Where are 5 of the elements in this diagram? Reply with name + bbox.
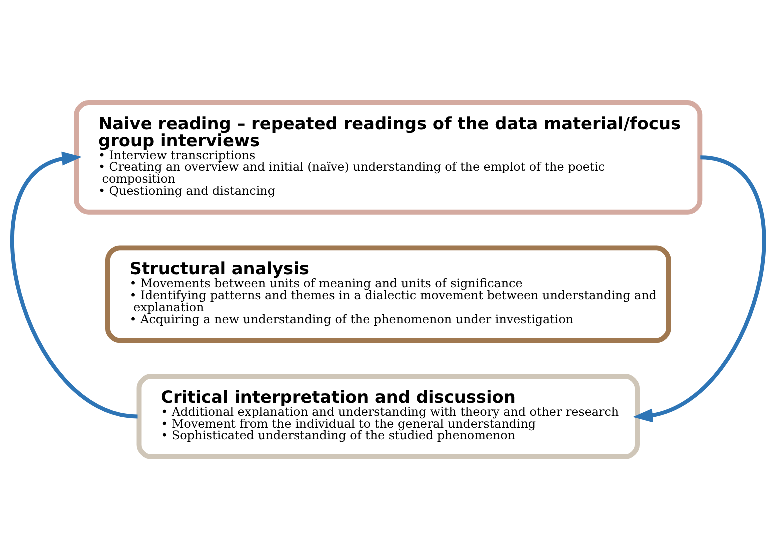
node-box: Naive reading – repeated readings of the data material/focus group interviews • Interview transcriptions • Creating an overview and initial (naïve) understanding of the emplot of the poetic composition • Questioning and distancing (74, 100, 703, 215)
arrow (10, 152, 138, 419)
node-box: Structural analysis • Movements between units of meaning and units of significance • Identifying patterns and themes in a dialectic movement between understanding and explanation • Acquiring a new understanding of the phenomenon under investigation (105, 246, 672, 344)
node-box: Critical interpretation and discussion • Additional explanation and understanding with theory and other research • Movement from the individual to the general understanding • Sophisticated understanding of the studied phenomenon (136, 374, 640, 460)
arrow (633, 156, 766, 423)
